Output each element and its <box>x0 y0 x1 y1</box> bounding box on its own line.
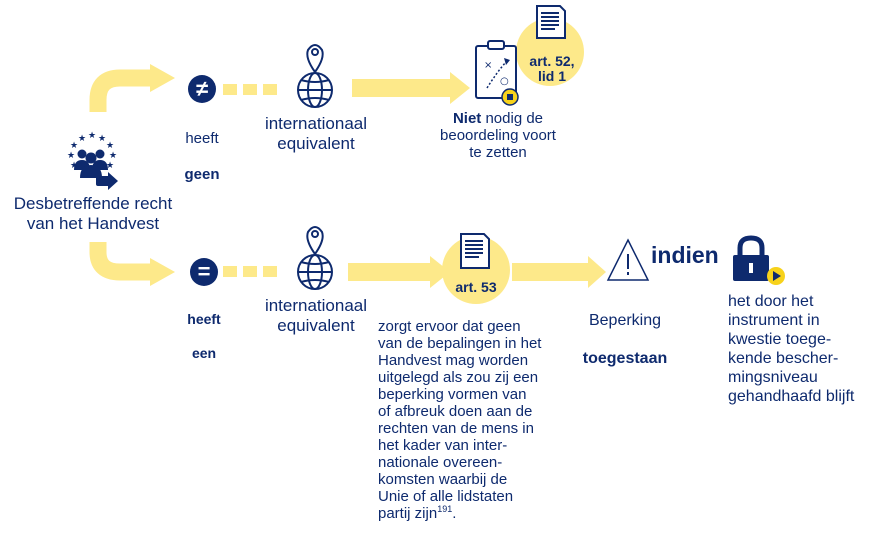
bottom-arrow-to-art53 <box>348 256 450 288</box>
art53-end-punct: . <box>452 505 457 522</box>
bottom-status-prefix: heeft <box>187 311 221 327</box>
svg-text:★: ★ <box>106 141 114 151</box>
svg-text:★: ★ <box>98 134 106 144</box>
document-icon-art53 <box>460 233 490 269</box>
top-outcome-text: Niet nodig de beoordeling voort te zette… <box>418 110 578 161</box>
padlock-play-icon <box>733 235 785 285</box>
top-status-prefix: heeft <box>185 130 219 147</box>
top-status-label: heeft geen <box>178 112 226 184</box>
art53-highlight-circle <box>442 236 510 304</box>
art52-highlight-circle <box>516 18 584 86</box>
limitation-emph: toegestaan <box>582 350 668 367</box>
equal-symbol: = <box>197 259 211 284</box>
eu-stars-people-icon: ★★★ ★★ ★★ ★★ <box>67 131 118 190</box>
top-dashed-connector <box>223 84 277 95</box>
bottom-dashed-connector <box>223 266 277 277</box>
document-icon-art52 <box>536 5 566 39</box>
limitation-label: Beperking toegestaan <box>560 292 690 368</box>
warning-triangle-icon <box>606 238 650 281</box>
top-status-emph: geen <box>184 166 220 183</box>
bottom-arrow-to-limitation <box>512 256 606 288</box>
top-branch-arrow <box>89 64 175 112</box>
art53-label: art. 53 <box>455 279 497 295</box>
art52-label: art. 52, lid 1 <box>529 53 575 84</box>
svg-text:★: ★ <box>78 134 86 144</box>
art53-description: zorgt ervoor dat geen van de bepalingen … <box>378 318 568 522</box>
not-equal-symbol-icon <box>188 75 216 103</box>
clipboard-strategy-icon: × ○ <box>475 40 519 106</box>
svg-text:★: ★ <box>88 131 96 141</box>
condition-text: het door het instrument in kwestie toege… <box>728 293 855 405</box>
bottom-branch-arrow <box>89 242 175 286</box>
globe-location-pin-icon-bottom <box>297 226 333 290</box>
not-equal-symbol: ≠ <box>195 76 209 101</box>
equal-symbol-icon <box>190 258 218 286</box>
svg-text:★: ★ <box>70 161 78 171</box>
svg-text:★: ★ <box>70 141 78 151</box>
svg-text:★: ★ <box>109 151 117 161</box>
condition-label: indien <box>651 242 719 268</box>
top-outcome-emph: Niet <box>452 110 482 127</box>
top-arrow-to-assessment <box>352 72 470 104</box>
limitation-prefix: Beperking <box>588 312 662 329</box>
globe-location-pin-icon-top <box>297 44 333 108</box>
top-equivalent-label: internationaal equivalent <box>264 114 368 153</box>
bottom-status-emph: een <box>191 345 217 361</box>
svg-text:★: ★ <box>106 161 114 171</box>
root-label: Desbetreffende recht van het Handvest <box>13 194 173 233</box>
svg-text:★: ★ <box>67 151 75 161</box>
top-outcome-rest: nodig de beoordeling voort te zetten <box>440 110 556 161</box>
bottom-status-label: heeft een <box>180 294 228 362</box>
svg-text:○: ○ <box>500 76 509 87</box>
bottom-equivalent-label: internationaal equivalent <box>264 296 368 335</box>
svg-text:×: × <box>484 60 492 71</box>
footnote-ref: 191 <box>437 504 453 514</box>
art53-description-text: zorgt ervoor dat geen van de bepalingen … <box>378 318 542 522</box>
